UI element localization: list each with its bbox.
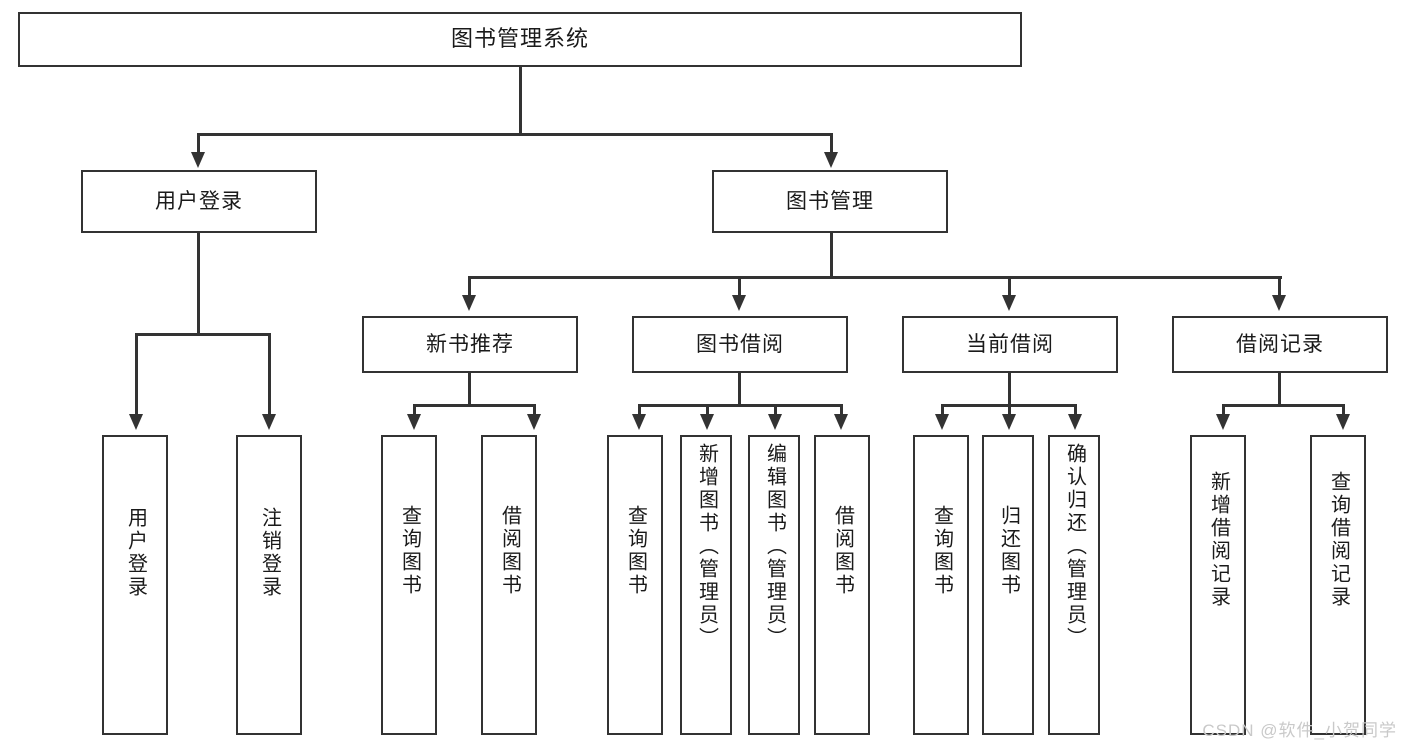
node-label: 图书借阅 bbox=[696, 332, 784, 356]
leaf-label: 借阅图书 bbox=[831, 505, 854, 597]
leaf-label: 新增借阅记录 bbox=[1207, 471, 1230, 609]
arrow-to-leaf-query-book-b bbox=[632, 414, 646, 430]
connector-borrow-drop-2 bbox=[706, 404, 709, 418]
arrow-to-user-login bbox=[191, 152, 205, 168]
connector-book-mgmt-drop-2 bbox=[738, 276, 741, 298]
arrow-to-leaf-add-record bbox=[1216, 414, 1230, 430]
arrow-to-leaf-logout bbox=[262, 414, 276, 430]
leaf-add-borrow-record[interactable]: 新增借阅记录 bbox=[1190, 435, 1246, 735]
connector-recommend-bus bbox=[413, 404, 535, 407]
arrow-to-leaf-borrow-book-b bbox=[834, 414, 848, 430]
connector-current-stem bbox=[1008, 373, 1011, 406]
leaf-label: 确认归还（管理员） bbox=[1063, 443, 1086, 650]
leaf-label: 查询图书 bbox=[624, 505, 647, 597]
connector-book-mgmt-stem bbox=[830, 233, 833, 278]
arrow-to-leaf-query-record bbox=[1336, 414, 1350, 430]
connector-root-bus bbox=[197, 133, 832, 136]
connector-borrow-stem bbox=[738, 373, 741, 406]
arrow-to-new-book-recommend bbox=[462, 295, 476, 311]
leaf-confirm-return-admin[interactable]: 确认归还（管理员） bbox=[1048, 435, 1100, 735]
arrow-to-leaf-edit-book bbox=[768, 414, 782, 430]
leaf-user-login[interactable]: 用户登录 bbox=[102, 435, 168, 735]
arrow-to-leaf-query-book-c bbox=[935, 414, 949, 430]
connector-root-stem bbox=[519, 67, 522, 135]
connector-user-login-bus bbox=[135, 333, 270, 336]
connector-recommend-drop-2 bbox=[533, 404, 536, 418]
connector-record-stem bbox=[1278, 373, 1281, 406]
connector-borrow-drop-4 bbox=[840, 404, 843, 418]
node-label: 当前借阅 bbox=[966, 332, 1054, 356]
node-borrow-record[interactable]: 借阅记录 bbox=[1172, 316, 1388, 373]
leaf-borrow-book-recommend[interactable]: 借阅图书 bbox=[481, 435, 537, 735]
connector-recommend-stem bbox=[468, 373, 471, 406]
arrow-to-book-borrow bbox=[732, 295, 746, 311]
leaf-logout[interactable]: 注销登录 bbox=[236, 435, 302, 735]
connector-current-drop-3 bbox=[1074, 404, 1077, 418]
leaf-label: 查询借阅记录 bbox=[1327, 471, 1350, 609]
node-label: 图书管理 bbox=[786, 189, 874, 213]
leaf-label: 用户登录 bbox=[124, 507, 147, 599]
connector-book-mgmt-bus bbox=[468, 276, 1282, 279]
connector-record-drop-1 bbox=[1222, 404, 1225, 418]
node-root-book-management-system[interactable]: 图书管理系统 bbox=[18, 12, 1022, 67]
leaf-label: 归还图书 bbox=[997, 505, 1020, 597]
arrow-to-book-management bbox=[824, 152, 838, 168]
connector-user-login-stem bbox=[197, 233, 200, 335]
connector-borrow-drop-1 bbox=[638, 404, 641, 418]
connector-user-login-drop-2 bbox=[268, 333, 271, 417]
node-label: 借阅记录 bbox=[1236, 332, 1324, 356]
connector-book-mgmt-drop-1 bbox=[468, 276, 471, 298]
connector-book-mgmt-drop-4 bbox=[1278, 276, 1281, 298]
arrow-to-leaf-return-book bbox=[1002, 414, 1016, 430]
leaf-add-book-admin[interactable]: 新增图书（管理员） bbox=[680, 435, 732, 735]
connector-record-drop-2 bbox=[1342, 404, 1345, 418]
leaf-return-book[interactable]: 归还图书 bbox=[982, 435, 1034, 735]
node-book-borrow[interactable]: 图书借阅 bbox=[632, 316, 848, 373]
leaf-query-borrow-record[interactable]: 查询借阅记录 bbox=[1310, 435, 1366, 735]
node-new-book-recommend[interactable]: 新书推荐 bbox=[362, 316, 578, 373]
connector-recommend-drop-1 bbox=[413, 404, 416, 418]
node-label: 图书管理系统 bbox=[450, 26, 589, 52]
leaf-edit-book-admin[interactable]: 编辑图书（管理员） bbox=[748, 435, 800, 735]
leaf-label: 查询图书 bbox=[398, 505, 421, 597]
leaf-label: 编辑图书（管理员） bbox=[763, 443, 786, 650]
leaf-query-book-current[interactable]: 查询图书 bbox=[913, 435, 969, 735]
connector-current-drop-2 bbox=[1008, 404, 1011, 418]
arrow-to-leaf-user-login bbox=[129, 414, 143, 430]
connector-record-bus bbox=[1222, 404, 1344, 407]
node-book-management[interactable]: 图书管理 bbox=[712, 170, 948, 233]
connector-book-mgmt-drop-3 bbox=[1008, 276, 1011, 298]
connector-root-drop-2 bbox=[830, 133, 833, 155]
connector-root-drop-1 bbox=[197, 133, 200, 155]
arrow-to-leaf-query-book-a bbox=[407, 414, 421, 430]
arrow-to-current-borrow bbox=[1002, 295, 1016, 311]
leaf-label: 借阅图书 bbox=[498, 505, 521, 597]
connector-current-drop-1 bbox=[941, 404, 944, 418]
connector-borrow-bus bbox=[638, 404, 842, 407]
leaf-borrow-book-borrow[interactable]: 借阅图书 bbox=[814, 435, 870, 735]
arrow-to-leaf-add-book bbox=[700, 414, 714, 430]
node-user-login[interactable]: 用户登录 bbox=[81, 170, 317, 233]
arrow-to-borrow-record bbox=[1272, 295, 1286, 311]
node-label: 新书推荐 bbox=[426, 332, 514, 356]
arrow-to-leaf-confirm-return bbox=[1068, 414, 1082, 430]
arrow-to-leaf-borrow-book-a bbox=[527, 414, 541, 430]
leaf-query-book-borrow[interactable]: 查询图书 bbox=[607, 435, 663, 735]
node-current-borrow[interactable]: 当前借阅 bbox=[902, 316, 1118, 373]
node-label: 用户登录 bbox=[155, 189, 243, 213]
leaf-label: 新增图书（管理员） bbox=[695, 443, 718, 650]
leaf-label: 查询图书 bbox=[930, 505, 953, 597]
watermark-csdn: CSDN @软件_小贺同学 bbox=[1202, 721, 1397, 740]
connector-borrow-drop-3 bbox=[774, 404, 777, 418]
leaf-query-book-recommend[interactable]: 查询图书 bbox=[381, 435, 437, 735]
connector-user-login-drop-1 bbox=[135, 333, 138, 417]
leaf-label: 注销登录 bbox=[258, 507, 281, 599]
